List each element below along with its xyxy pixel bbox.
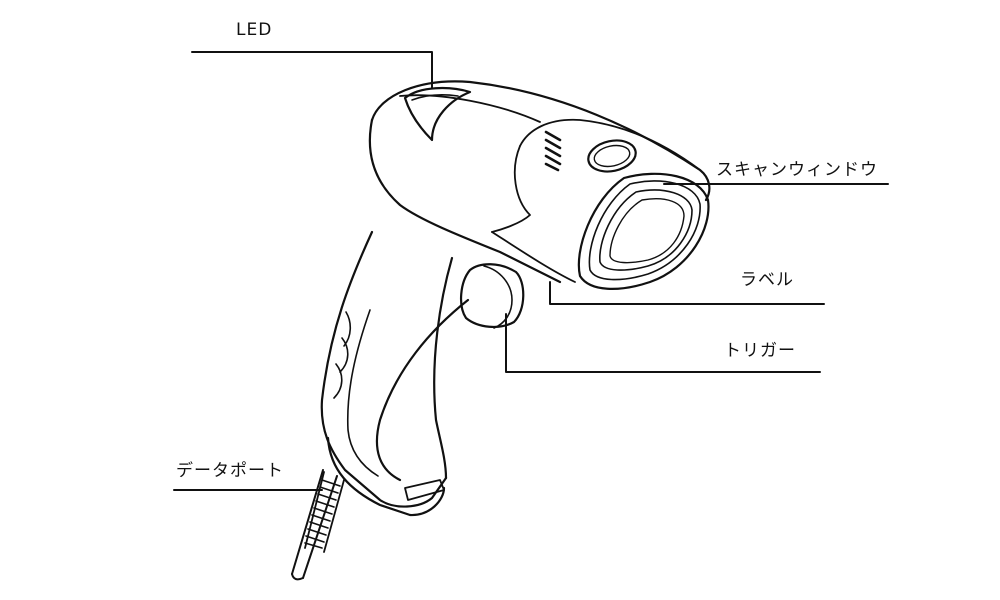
led-label: LED: [236, 20, 273, 40]
data-port-label: データポート: [176, 461, 284, 481]
led-callout: [191, 51, 433, 89]
scan-window-label: スキャンウィンドウ: [716, 160, 878, 180]
scanner-head: [368, 80, 711, 284]
trigger-label: トリガー: [724, 341, 796, 361]
trigger-callout: [505, 313, 821, 373]
scanner-handle: [320, 230, 470, 517]
scan-window: [577, 172, 710, 290]
scanner-trigger: [460, 263, 525, 329]
callout-lines: [173, 51, 889, 491]
label-callout: [549, 281, 825, 305]
label-label: ラベル: [740, 270, 794, 290]
scanner-cable: [291, 469, 345, 581]
